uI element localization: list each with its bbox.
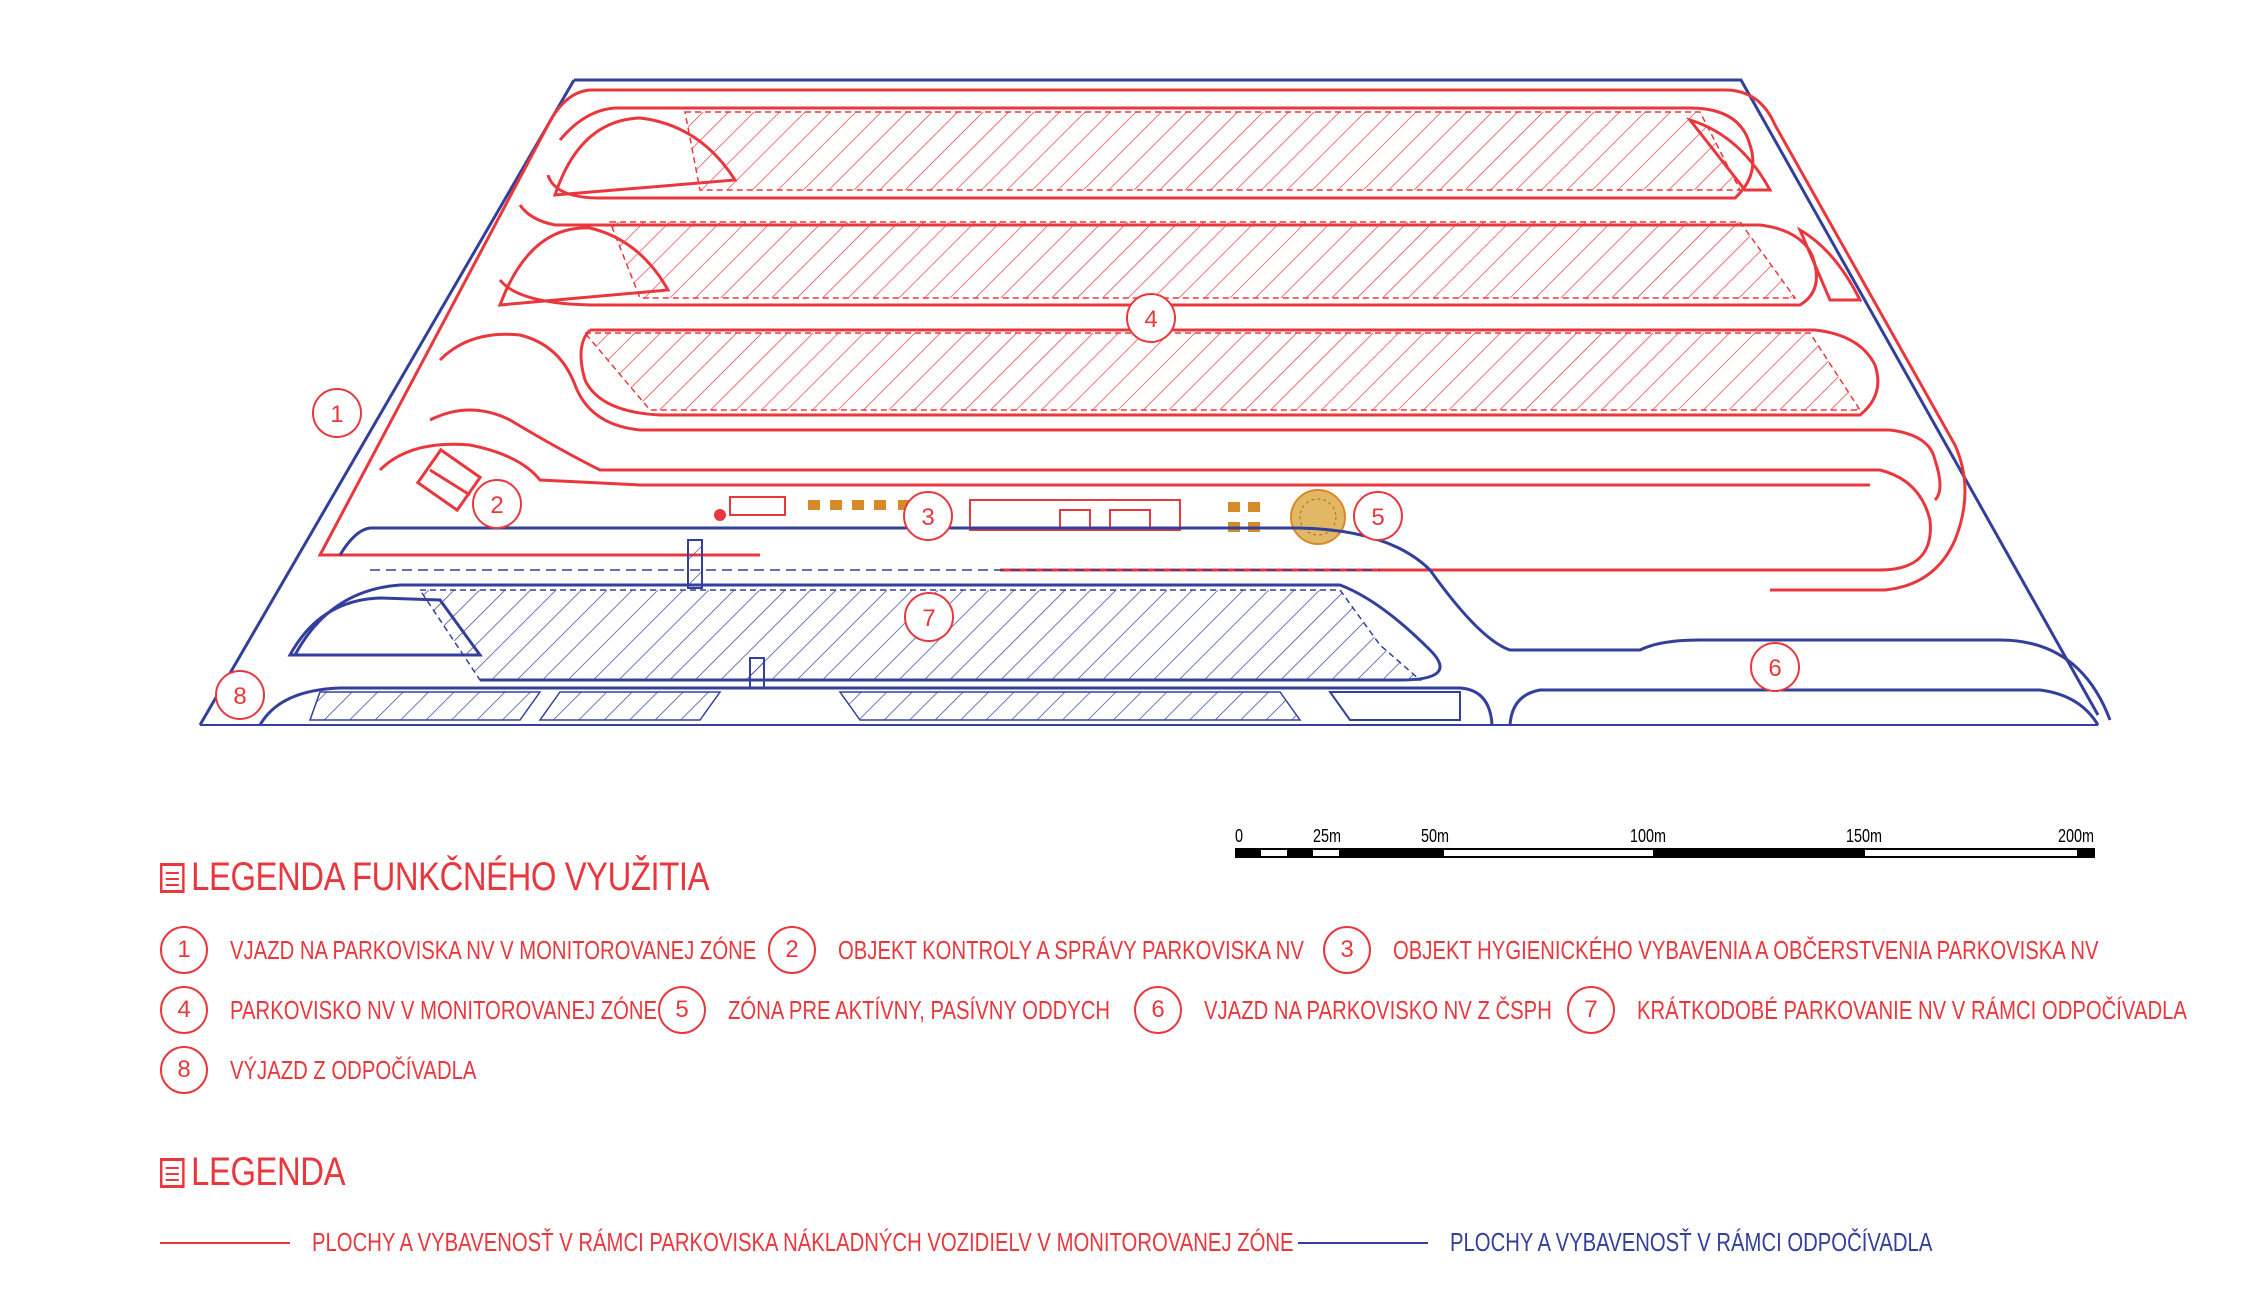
monitored-parking-zone — [317, 88, 1967, 592]
scale-tick-0: 0 — [1235, 826, 1244, 846]
legend-item-4: 4 PARKOVISKO NV V MONITOROVANEJ ZÓNE — [160, 986, 778, 1034]
control-building — [415, 447, 483, 513]
scale-tick-150: 150m — [1846, 826, 1883, 846]
map-markers: 1 2 3 4 5 6 7 8 — [215, 293, 1800, 720]
recreation-zone — [1290, 489, 1346, 545]
scale-tick-50: 50m — [1421, 826, 1450, 846]
svg-text:8: 8 — [233, 683, 246, 710]
legend-item-8: 8 VÝJAZD Z ODPOČÍVADLA — [160, 1046, 546, 1094]
svg-text:1: 1 — [330, 401, 343, 428]
marker-4: 4 — [1126, 293, 1176, 343]
svg-text:5: 5 — [1371, 504, 1384, 531]
scale-tick-25: 25m — [1313, 826, 1342, 846]
legend-item-6: 6 VJAZD NA PARKOVISKO NV Z ČSPH — [1134, 986, 1650, 1034]
svg-text:6: 6 — [1768, 655, 1781, 682]
site-plan: 1 2 3 4 5 6 7 8 — [198, 78, 2112, 726]
short-term-truck-parking — [287, 539, 1422, 689]
svg-text:4: 4 — [1144, 306, 1157, 333]
blue-line-swatch — [1298, 1241, 1428, 1244]
svg-text:7: 7 — [922, 605, 935, 632]
car-parking-rows — [308, 691, 1461, 721]
truck-parking-rows — [497, 111, 1863, 411]
legend-item-7: 7 KRÁTKODOBÉ PARKOVANIE NV V RÁMCI ODPOČ… — [1567, 986, 2244, 1034]
svg-text:2: 2 — [490, 492, 503, 519]
marker-6: 6 — [1750, 642, 1800, 692]
marker-5: 5 — [1353, 491, 1403, 541]
marker-2: 2 — [472, 479, 522, 529]
red-line-swatch — [160, 1241, 290, 1244]
marker-7: 7 — [904, 592, 954, 642]
legend-item-1: 1 VJAZD NA PARKOVISKA NV V MONITOROVANEJ… — [160, 926, 905, 974]
line-legend-rest-area: PLOCHY A VYBAVENOSŤ V RÁMCI ODPOČÍVADLA — [1298, 1227, 2068, 1258]
functional-legend-title: LEGENDA FUNKČNÉHO VYUŽITIA — [160, 855, 709, 900]
scale-bar-graphic — [1235, 848, 2095, 858]
svg-text:3: 3 — [921, 504, 934, 531]
legend-item-5: 5 ZÓNA PRE AKTÍVNY, PASÍVNY ODDYCH — [658, 986, 1218, 1034]
marker-1: 1 — [312, 388, 362, 438]
list-icon — [160, 862, 185, 893]
legend-item-3: 3 OBJEKT HYGIENICKÉHO VYBAVENIA A OBČERS… — [1323, 926, 2244, 974]
line-legend-title: LEGENDA — [160, 1150, 345, 1195]
legend-item-2: 2 OBJEKT KONTROLY A SPRÁVY PARKOVISKA NV — [768, 926, 1435, 974]
scale-tick-100: 100m — [1630, 826, 1667, 846]
marker-3: 3 — [903, 491, 953, 541]
hygiene-building — [714, 496, 1181, 531]
list-icon — [160, 1157, 185, 1188]
line-legend-monitored-zone: PLOCHY A VYBAVENOSŤ V RÁMCI PARKOVISKA N… — [160, 1227, 1570, 1258]
site-boundary — [198, 78, 2100, 726]
rest-area-roads — [258, 526, 2112, 726]
scale-tick-200: 200m — [2058, 826, 2095, 846]
marker-8: 8 — [215, 670, 265, 720]
